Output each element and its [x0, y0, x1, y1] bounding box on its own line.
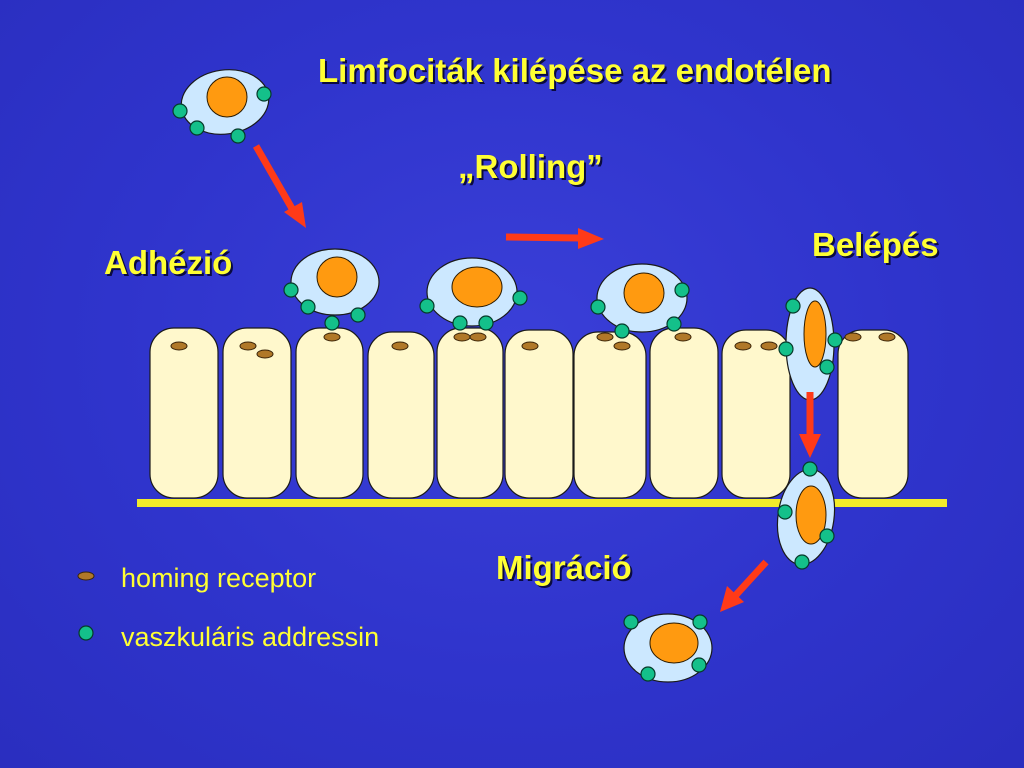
- vascular-addressin-icon: [827, 332, 843, 348]
- lymphocyte-rolling: [590, 263, 690, 339]
- homing-receptor-icon: [239, 341, 257, 351]
- homing-receptor-icon: [596, 332, 614, 342]
- endothelial-cell: [649, 327, 719, 499]
- homing-receptor-icon: [323, 332, 341, 342]
- legend-homing-receptor-icon: [77, 571, 95, 581]
- endothelial-cell: [837, 329, 909, 499]
- homing-receptors: [170, 332, 896, 359]
- label-rolling: „Rolling”: [458, 148, 603, 185]
- vascular-addressin-icon: [623, 614, 639, 630]
- endothelium: [149, 327, 909, 499]
- homing-receptor-icon: [453, 332, 471, 342]
- label-adhesion: Adhézió: [104, 244, 233, 281]
- lymphocyte-circulating: [172, 69, 272, 144]
- vascular-addressin-icon: [785, 298, 801, 314]
- vascular-addressin-icon: [350, 307, 366, 323]
- arrow-migration-icon: [720, 559, 769, 612]
- lymphocyte-nucleus: [451, 266, 503, 308]
- endothelial-cell: [222, 327, 292, 499]
- homing-receptor-icon: [256, 349, 274, 359]
- vascular-addressin-icon: [819, 359, 835, 375]
- vascular-addressin-icon: [189, 120, 205, 136]
- vascular-addressin-icon: [419, 298, 435, 314]
- homing-receptor-icon: [170, 341, 188, 351]
- homing-receptor-icon: [760, 341, 778, 351]
- homing-receptor-icon: [674, 332, 692, 342]
- endothelial-cell: [295, 327, 364, 499]
- vascular-addressin-icon: [324, 315, 340, 331]
- endothelial-cell: [721, 329, 791, 499]
- arrow-entry-icon: [799, 392, 821, 458]
- slide-title: Limfociták kilépése az endotélen: [318, 52, 832, 89]
- arrows: [252, 144, 821, 612]
- endothelial-cell: [504, 329, 574, 499]
- homing-receptor-icon: [734, 341, 752, 351]
- vascular-addressin-icon: [777, 504, 793, 520]
- vascular-addressin-icon: [590, 299, 606, 315]
- vascular-addressin-icon: [283, 282, 299, 298]
- legend-vascular-addressin-icon: [78, 625, 94, 641]
- homing-receptor-icon: [469, 332, 487, 342]
- vascular-addressin-icon: [692, 614, 708, 630]
- lymphocyte-migrated: [623, 613, 713, 683]
- homing-receptor-icon: [844, 332, 862, 342]
- lymphocyte-nucleus: [803, 300, 827, 368]
- lymphocyte-nucleus: [316, 256, 358, 298]
- vascular-addressin-icon: [452, 315, 468, 331]
- lymphocyte-nucleus: [623, 272, 665, 314]
- endothelial-cell: [367, 331, 435, 499]
- basement-membrane: [137, 499, 947, 507]
- legend-homing-receptor-label: homing receptor: [121, 563, 317, 593]
- endothelial-cell: [573, 331, 647, 499]
- vascular-addressin-icon: [256, 86, 272, 102]
- label-migration: Migráció: [496, 549, 632, 586]
- lymphocyte-transmigrating: [776, 461, 836, 570]
- vascular-addressin-icon: [640, 666, 656, 682]
- lymphocyte-nucleus: [649, 622, 699, 664]
- vascular-addressin-icon: [794, 554, 810, 570]
- lymphocyte-nucleus: [206, 76, 248, 118]
- homing-receptor-icon: [613, 341, 631, 351]
- vascular-addressin-icon: [478, 315, 494, 331]
- vascular-addressin-icon: [691, 657, 707, 673]
- vascular-addressin-icon: [614, 323, 630, 339]
- lymphocyte-rolling: [419, 257, 528, 331]
- lymphocyte-nucleus: [795, 485, 827, 545]
- label-entry: Belépés: [812, 226, 939, 263]
- lymphocyte-adhesion: [283, 248, 380, 331]
- homing-receptor-icon: [878, 332, 896, 342]
- legend-vascular-addressin-label: vaszkuláris addressin: [121, 622, 380, 652]
- homing-receptor-icon: [391, 341, 409, 351]
- arrow-to-adhesion-icon: [252, 144, 306, 228]
- vascular-addressin-icon: [802, 461, 818, 477]
- lymphocyte-entry: [778, 287, 843, 401]
- arrow-rolling-icon: [505, 228, 604, 249]
- endothelial-cell: [149, 327, 219, 499]
- vascular-addressin-icon: [172, 103, 188, 119]
- homing-receptor-icon: [521, 341, 539, 351]
- vascular-addressin-icon: [674, 282, 690, 298]
- vascular-addressin-icon: [778, 341, 794, 357]
- endothelial-cell: [436, 327, 504, 499]
- vascular-addressin-icon: [666, 316, 682, 332]
- vascular-addressin-icon: [819, 528, 835, 544]
- vascular-addressin-icon: [300, 299, 316, 315]
- vascular-addressin-icon: [512, 290, 528, 306]
- vascular-addressin-icon: [230, 128, 246, 144]
